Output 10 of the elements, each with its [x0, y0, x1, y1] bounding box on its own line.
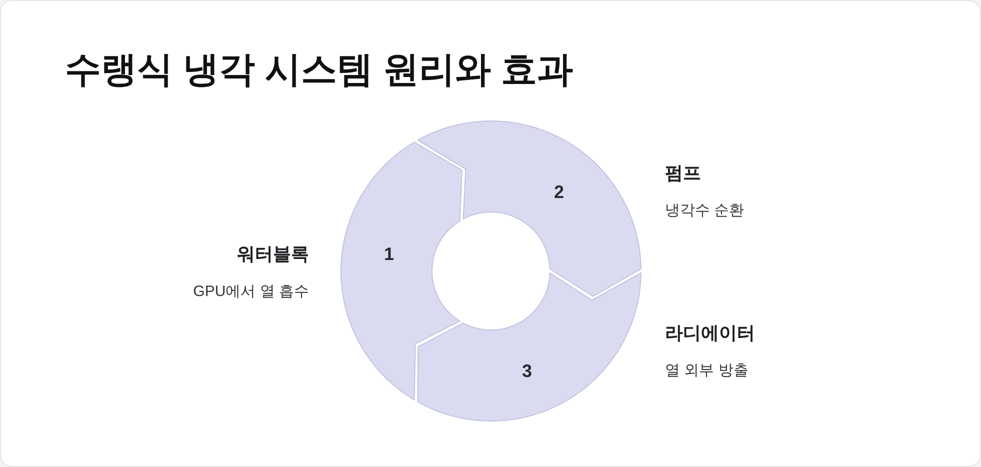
step-number: 1 — [384, 244, 394, 266]
step-title: 워터블록 — [237, 244, 309, 266]
step-title: 라디에이터 — [665, 323, 755, 345]
step-description: 열 외부 방출 — [665, 362, 748, 380]
title: 수랭식 냉각 시스템 원리와 효과 — [65, 47, 574, 91]
step-description: 냉각수 순환 — [665, 202, 744, 220]
step-title: 펌프 — [665, 163, 701, 185]
step-number: 3 — [522, 361, 532, 383]
step-number: 2 — [554, 182, 564, 204]
step-description: GPU에서 열 흡수 — [193, 283, 309, 301]
